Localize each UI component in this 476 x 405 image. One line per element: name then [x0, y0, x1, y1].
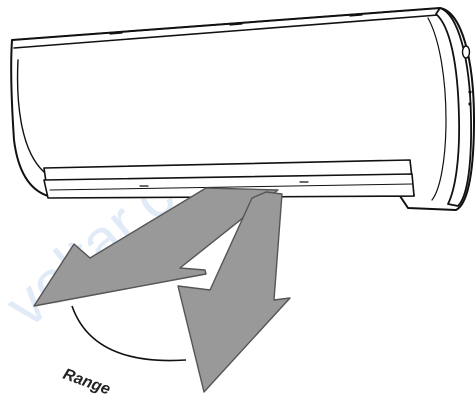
- range-label: Range: [61, 366, 113, 399]
- louver-detail: [139, 181, 309, 187]
- indoor-unit: [10, 7, 475, 211]
- unit-top-edge: [11, 7, 441, 49]
- unit-front-curve: [16, 59, 411, 173]
- range-arc: [71, 305, 187, 362]
- unit-side-panel: [435, 7, 472, 207]
- unit-side-inner-line: [427, 17, 447, 201]
- louver: [43, 173, 415, 199]
- airflow-arrows: [33, 187, 291, 393]
- airflow-arrow-down: [177, 191, 291, 393]
- louver-inner-line: [49, 183, 413, 191]
- unit-side-screw: [461, 45, 471, 59]
- display-dot-2: [468, 102, 472, 106]
- display-dot-1: [468, 90, 472, 94]
- unit-top-fittings: [109, 14, 363, 35]
